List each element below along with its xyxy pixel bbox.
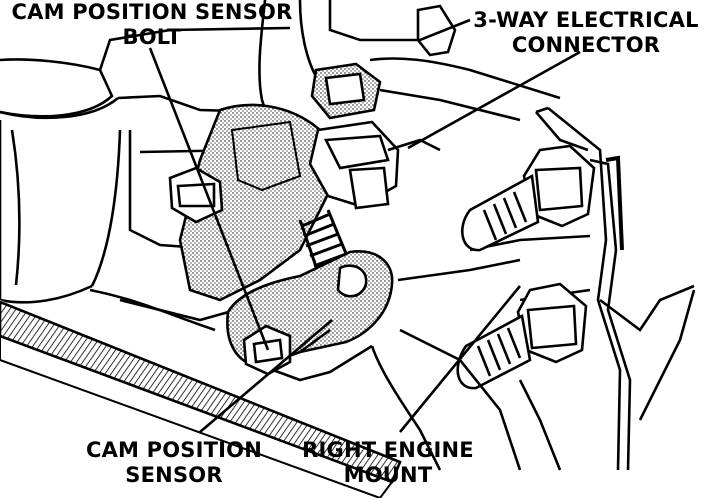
mount-stud-upper xyxy=(461,144,596,252)
label-right-engine-mount: RIGHT ENGINE MOUNT xyxy=(296,438,480,488)
leader-cam-sensor-bolt xyxy=(148,47,270,351)
leader-connector xyxy=(407,50,581,150)
label-cam-position-sensor: CAM POSITION SENSOR xyxy=(74,438,274,488)
drive-belt xyxy=(0,300,420,498)
right-engine-mount xyxy=(370,258,696,471)
label-cam-position-sensor-bolt-line1: CAM POSITION SENSOR xyxy=(11,0,293,24)
label-cam-position-sensor-bolt: CAM POSITION SENSOR BOLT xyxy=(4,0,300,50)
leader-cam-sensor xyxy=(199,319,333,433)
hex-bolt-left xyxy=(168,166,224,224)
three-way-electrical-connector xyxy=(308,62,441,210)
leader-engine-mount xyxy=(398,285,522,433)
label-three-way-connector: 3-WAY ELECTRICAL CONNECTOR xyxy=(470,8,702,58)
leader-lines xyxy=(148,47,581,433)
label-three-way-connector-line1: 3-WAY ELECTRICAL xyxy=(473,8,699,32)
label-right-engine-mount-line1: RIGHT ENGINE xyxy=(302,438,474,462)
label-three-way-connector-line2: CONNECTOR xyxy=(511,33,661,57)
label-cam-position-sensor-bolt-line2: BOLT xyxy=(122,25,182,49)
mount-stud-lower xyxy=(456,282,588,390)
sensor-mount-bracket xyxy=(178,103,332,302)
label-right-engine-mount-line2: MOUNT xyxy=(343,463,433,487)
label-cam-position-sensor-line2: SENSOR xyxy=(125,463,223,487)
label-cam-position-sensor-line1: CAM POSITION xyxy=(85,438,263,462)
